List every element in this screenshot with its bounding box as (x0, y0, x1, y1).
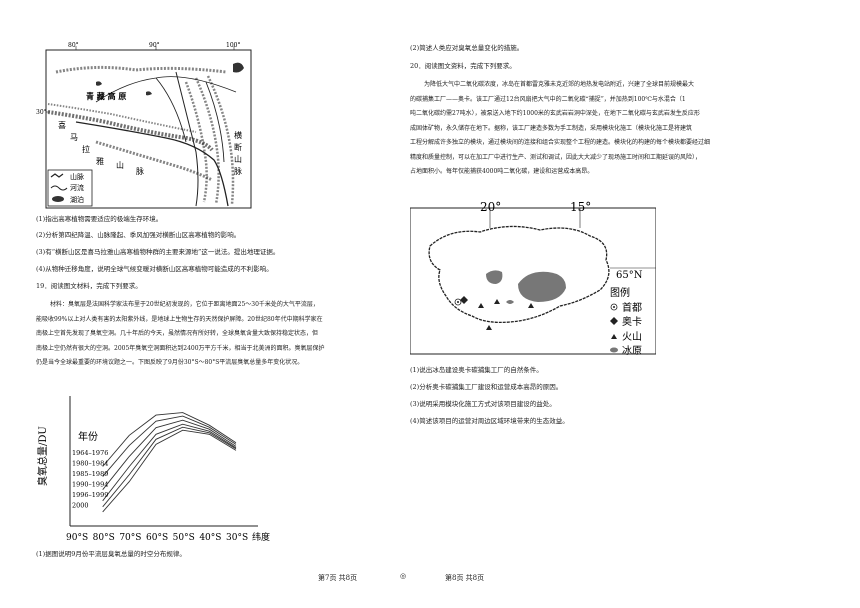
svg-text:拉: 拉 (82, 144, 90, 154)
legend-river: 河流 (70, 183, 84, 192)
material-line: 精度和质量控制，可以在加工厂中进行生产、测试和调试，因此大大减少了现场施工时间和… (410, 153, 702, 161)
material-20: 为降低大气中二氧化碳浓度，冰岛在首都雷克雅未克近郊的地热发电站附近，兴建了全球目… (410, 78, 830, 180)
material-line: 占地面积小。每年仅能捕获4000吨二氧化碳，建设和运营成本高昂。 (410, 168, 594, 175)
legend-entry: 2000 (72, 502, 89, 510)
question-3: (3)有“横断山区是喜马拉雅山高寒植物种群的主要来源地”这一说法。提出地理证据。 (36, 248, 280, 256)
series-line (102, 423, 237, 502)
svg-text:断: 断 (234, 142, 242, 152)
iceland-island (428, 225, 610, 324)
svg-text:横: 横 (234, 130, 242, 140)
question-2: (2)分析第四纪降温、山脉隆起、季风加强对横断山区高寒植物的影响。 (36, 231, 241, 239)
series-line (102, 429, 237, 513)
material-line: 的碳捕集工厂——奥卡。该工厂通过12台风扇把大气中的二氧化碳“捕捉”，并加热到1… (410, 95, 686, 103)
lon-label-20: 20° (480, 200, 501, 214)
footer-right-page-number: 第8页 共8页 (445, 574, 485, 582)
material-line: 为降低大气中二氧化碳浓度，冰岛在首都雷克雅未克近郊的地热发电站附近，兴建了全球目… (424, 81, 695, 88)
question-20-2: (2)分析奥卡碳捕集工厂建设和运营成本高昂的原因。 (410, 383, 563, 391)
lat-label-65n: 65°N (616, 270, 643, 281)
legend-entry: 1990–1994 (72, 481, 108, 489)
footer-left-page-number: 第7页 共8页 (318, 574, 358, 582)
y-axis-label: 臭氧总量/DU (36, 426, 49, 486)
legend-entry: 1980–1984 (72, 460, 108, 468)
x-tick-label: 70°S (119, 533, 141, 543)
question-1: (1)指出高寒植物需要适应的极端生存环境。 (36, 215, 163, 223)
plateau-label: 青 藏 高 原 (86, 91, 126, 101)
orca-plant-symbol (460, 296, 468, 304)
question-20-title: 20．阅读图文资料，完成下列要求。 (410, 62, 516, 70)
legend-entry: 1964–1976 (72, 449, 108, 457)
legend-lake: 湖泊 (70, 195, 84, 204)
ozone-chart: 臭氧总量/DU 90°S 80°S 70°S 60°S 50°S 40°S 30°S 纬度 年份 1… (36, 396, 270, 543)
glacier-vatna (518, 271, 566, 302)
series-line (102, 426, 237, 508)
left-page: 80° 90° 100° 30° 青 藏 高 原 喜 马 拉 雅 山 脉 横 断 (0, 0, 420, 608)
x-axis-label: 纬度 (252, 531, 270, 543)
material-line: 能吸收99%以上对人类有害的太阳紫外线，是地球上生物生存的天然保护屏障。20世纪… (36, 315, 323, 323)
x-tick-label: 80°S (93, 533, 115, 543)
material-line: 仍是当今全球最重要的环境议题之一。下图反映了9月份30°S～80°S平流层臭氧总… (36, 359, 304, 366)
svg-text:喜: 喜 (58, 120, 66, 130)
question-4: (4)从物种迁移角度，说明全球气候变暖对横断山区高寒植物可能造成的不利影响。 (36, 265, 273, 273)
legend-orca: 奥卡 (622, 315, 642, 328)
volcano-symbol (478, 303, 484, 308)
volcano-symbol (486, 325, 492, 330)
map1-legend (47, 169, 93, 207)
glacier-lang (486, 270, 503, 284)
legend-volcano: 火山 (622, 331, 642, 343)
legend-title: 图例 (610, 286, 630, 299)
x-tick-label: 30°S (226, 533, 248, 543)
legend-entry: 1996–1999 (72, 491, 108, 499)
question-2-top: (2)简述人类应对臭氧总量变化的措施。 (410, 44, 524, 52)
volcano-symbol (494, 299, 500, 304)
lon-label-100: 100° (226, 42, 240, 49)
x-tick-label: 60°S (146, 533, 168, 543)
svg-text:山: 山 (234, 154, 242, 164)
volcano-symbol (528, 303, 534, 308)
question-19-title: 19．阅读图文材料，完成下列要求。 (36, 282, 142, 290)
tibet-map: 80° 90° 100° 30° 青 藏 高 原 喜 马 拉 雅 山 脉 横 断 (36, 42, 252, 209)
material-line: 南极上空首先发现了臭氧空洞。几十年后的今天，虽然情况有所好转，全球臭氧含量大致保… (36, 330, 319, 337)
legend-title: 年份 (78, 430, 98, 443)
question-20-4: (4)简述该项目的运营对周边区域环境带来的生态效益。 (410, 417, 569, 425)
material-line: 材料：臭氧层是法国科学家法布里于20世纪初发现的，它位于距离地面25～30千米处… (50, 301, 319, 308)
legend-icefield: 冰原 (622, 344, 642, 357)
lat-label-30: 30° (36, 109, 47, 116)
series-line (102, 412, 237, 467)
lon-label-15: 15° (570, 200, 591, 214)
svg-text:雅: 雅 (96, 156, 104, 166)
series-line (102, 415, 237, 477)
x-tick-label: 40°S (199, 533, 221, 543)
lon-label-80: 80° (68, 42, 79, 49)
question-20-1: (1)说出冰岛建设奥卡碳捕集工厂的自然条件。 (410, 366, 543, 374)
material-19: 材料：臭氧层是法国科学家法布里于20世纪初发现的，它位于距离地面25～30千米处… (36, 298, 386, 371)
chart-question-1: (1)据图说明9月份平流层臭氧总量的时空分布规律。 (36, 550, 186, 558)
material-line: 成固体矿物，永久储存在地下。据称，该工厂建造多数为手工制造，采用模块化施工（模块… (410, 124, 693, 132)
iceland-map: 20° 15° 65°N 图例 首都 奥卡 火山 冰原 (410, 200, 656, 357)
x-tick-label: 50°S (173, 533, 195, 543)
svg-text:马: 马 (70, 133, 78, 142)
legend-mountain: 山脉 (70, 172, 84, 181)
svg-text:山: 山 (116, 160, 124, 170)
legend-entry: 1985–1989 (72, 470, 108, 478)
material-line: 工程分解成许多独立的模块，通过模块间的连接和组合实现整个工程的建造。模块化的构建… (410, 139, 711, 146)
material-line: 南极上空仍然有很大的空洞。2005年臭氧空洞面积达到2400万平方千米，相当于北… (36, 344, 325, 352)
right-page: (2)简述人类应对臭氧总量变化的措施。 20．阅读图文资料，完成下列要求。 为降… (410, 0, 850, 608)
lon-label-90: 90° (149, 42, 160, 49)
lake-1 (233, 62, 244, 73)
question-20-3: (3)说明采用模块化施工方式对该项目建设的益处。 (410, 400, 556, 408)
series-line (102, 419, 237, 490)
material-line: 吨二氧化碳约需27吨水），被泵送入地下约1000米的玄武岩岩洞中深处，在地下二氧… (410, 110, 700, 117)
x-tick-label: 90°S (66, 533, 88, 543)
svg-text:脉: 脉 (136, 166, 144, 176)
svg-text:脉: 脉 (234, 166, 242, 176)
footer-binding-mark: ◎ (400, 572, 407, 580)
legend-capital: 首都 (622, 301, 642, 314)
